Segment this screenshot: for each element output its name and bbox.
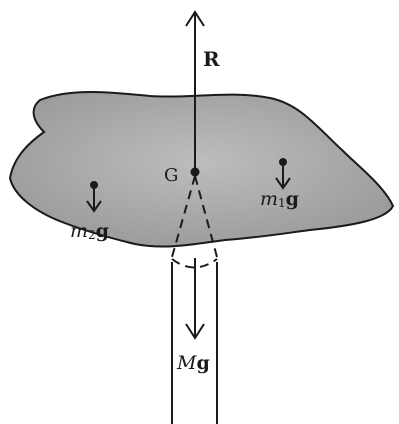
mass2-weight-label: m2g xyxy=(70,220,109,242)
mass2-weight-arrowhead xyxy=(86,200,102,213)
total-weight-arrowhead xyxy=(185,323,205,340)
mass1-weight-arrowhead xyxy=(275,177,291,190)
mass1-dot xyxy=(279,158,287,166)
centre-of-gravity-label: G xyxy=(164,165,178,186)
total-weight-label: Mg xyxy=(176,352,210,374)
mass2-dot xyxy=(90,181,98,189)
mass1-weight-label: m1g xyxy=(260,188,299,210)
reaction-force-arrowhead xyxy=(185,10,205,27)
total-weight-label-backdrop xyxy=(174,350,216,374)
irregular-body xyxy=(8,91,395,248)
centre-of-gravity-dot xyxy=(190,167,200,177)
dashed-cone-arc xyxy=(171,258,218,269)
reaction-force-label: R xyxy=(203,47,220,71)
